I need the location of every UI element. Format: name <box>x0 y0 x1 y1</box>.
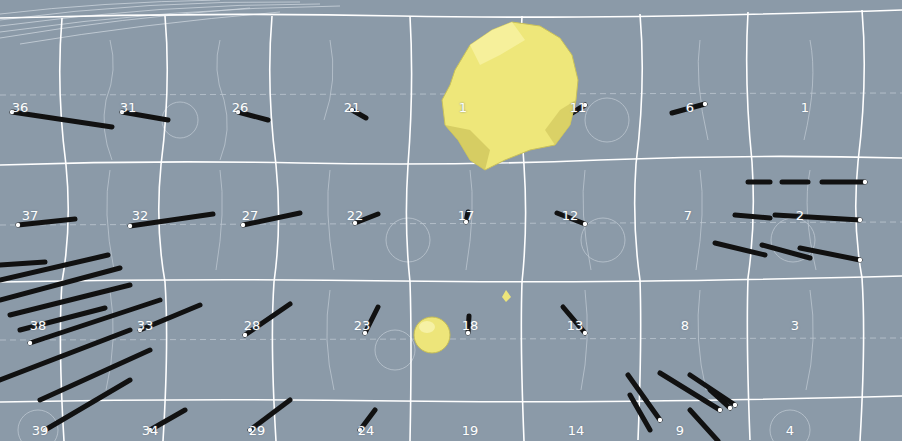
cell-number: 13 <box>567 319 584 332</box>
cell-number: 31 <box>120 101 137 114</box>
cell-number: 24 <box>358 424 375 437</box>
mesh-lines <box>0 0 340 44</box>
cell-number: 38 <box>30 319 47 332</box>
borehole-rods <box>0 104 865 441</box>
cell-number: 14 <box>568 424 585 437</box>
cell-number: 18 <box>462 319 479 332</box>
cell-number: 26 <box>232 101 249 114</box>
cell-number: 22 <box>347 209 364 222</box>
cell-number: 33 <box>137 319 154 332</box>
cell-number: 32 <box>132 209 149 222</box>
grid-lines <box>0 10 902 441</box>
cell-number: 23 <box>354 319 371 332</box>
cell-number: 29 <box>249 424 266 437</box>
cell-number: 36 <box>12 101 29 114</box>
rod-collars <box>10 102 867 432</box>
cell-number: 28 <box>244 319 261 332</box>
cell-number: 8 <box>681 319 689 332</box>
cell-number: 12 <box>562 209 579 222</box>
cell-number: 4 <box>786 424 794 437</box>
cell-number: 3 <box>791 319 799 332</box>
cell-number: 1 <box>801 101 809 114</box>
cell-number: 7 <box>684 209 692 222</box>
cell-number: 19 <box>462 424 479 437</box>
cell-number: 17 <box>458 209 475 222</box>
cell-number: 9 <box>676 424 684 437</box>
ore-bodies <box>414 22 578 353</box>
cell-number: 34 <box>142 424 159 437</box>
cell-number: 1 <box>459 101 467 114</box>
cell-number: 2 <box>796 209 804 222</box>
cell-number: 27 <box>242 209 259 222</box>
cell-number: 11 <box>570 101 587 114</box>
cell-number: 39 <box>32 424 49 437</box>
cell-number: 37 <box>22 209 39 222</box>
cell-number: 6 <box>686 101 694 114</box>
cell-number: 21 <box>344 101 361 114</box>
